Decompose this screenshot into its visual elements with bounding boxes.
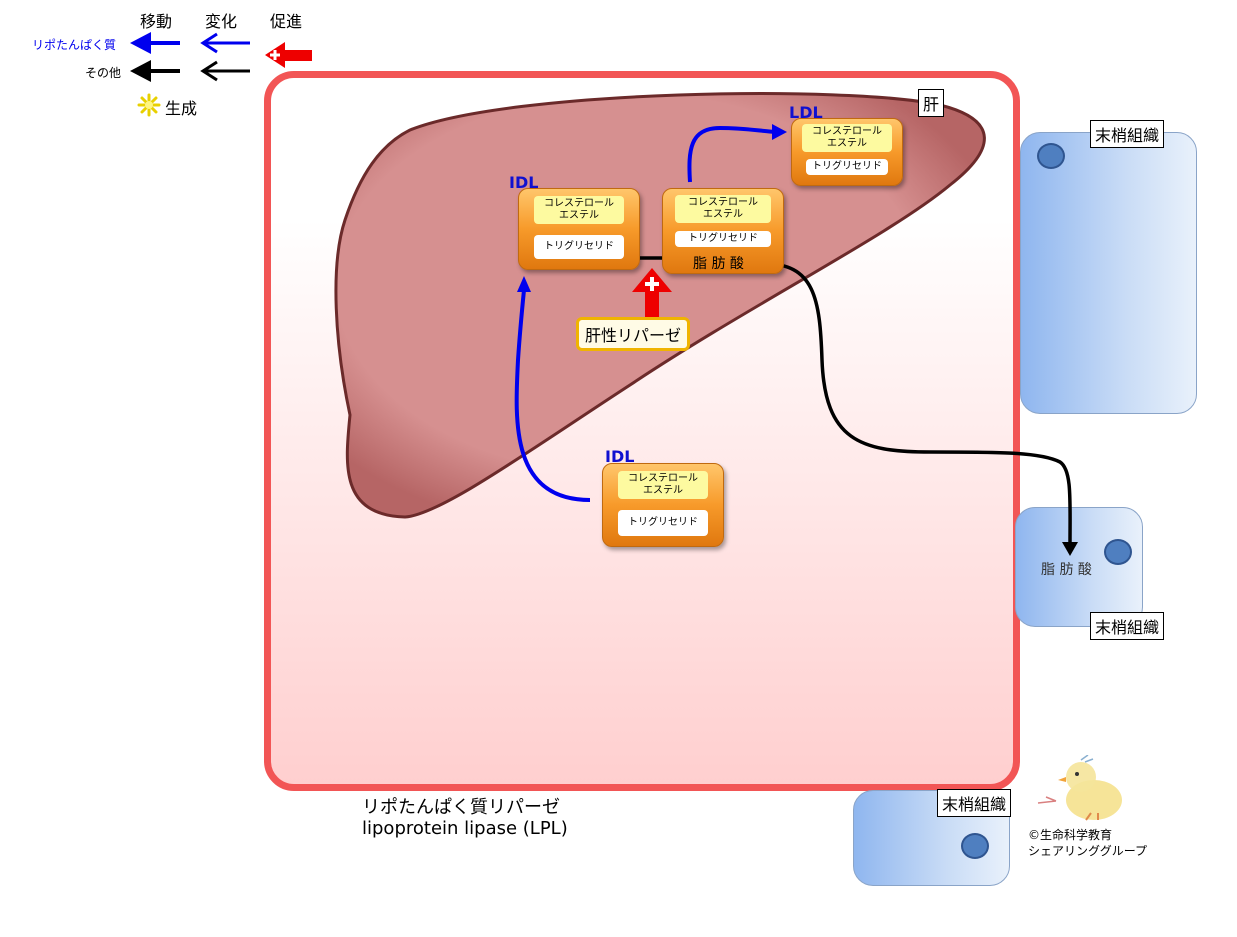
hepatic-lipase-label: 肝性リパーゼ	[576, 317, 691, 351]
idl-particle-top: コレステロール エステル トリグリセリド	[518, 188, 640, 270]
cholesterol-ester: コレステロール エステル	[534, 196, 624, 224]
lpl-label-jp: リポたんぱく質リパーゼ	[362, 797, 560, 818]
peripheral-tissue-label-3: 末梢組織	[937, 789, 1012, 817]
idl-to-liver-arrow	[514, 276, 591, 502]
legend-promote-arrow	[265, 42, 312, 68]
nucleus	[1104, 539, 1132, 565]
legend-arrows	[130, 32, 312, 82]
idl-particle-bottom: コレステロール エステル トリグリセリド	[602, 463, 724, 547]
legend-move-arrow-black	[130, 60, 180, 82]
legend-header-move: 移動	[140, 12, 173, 31]
legend-change-arrow-blue	[200, 32, 250, 54]
fatty-acid-to-tissue-arrow	[761, 262, 1078, 556]
triglyceride: トリグリセリド	[618, 510, 708, 536]
legend-move-arrow-blue	[130, 32, 180, 54]
ldl-particle: コレステロール エステル トリグリセリド	[791, 118, 903, 186]
legend-other-label: その他	[85, 66, 122, 80]
legend-header-promote: 促進	[270, 12, 303, 31]
peripheral-tissue-cell-2: 脂 肪 酸	[1015, 507, 1143, 627]
lpl-label-en: lipoprotein lipase (LPL)	[362, 818, 568, 839]
idl-to-ldl-arrow	[687, 124, 787, 183]
idl-label-top: IDL	[509, 173, 539, 192]
triglyceride: トリグリセリド	[534, 235, 624, 259]
ldl-label: LDL	[789, 103, 823, 122]
hepatic-lipase-promote-arrow	[632, 268, 672, 320]
fatty-acid-in-tissue: 脂 肪 酸	[1041, 562, 1092, 578]
legend-header-change: 変化	[205, 12, 238, 31]
fatty-acid: 脂 肪 酸	[693, 256, 744, 272]
triglyceride: トリグリセリド	[675, 231, 771, 247]
idl-particle-converting: コレステロール エステル トリグリセリド 脂 肪 酸	[662, 188, 784, 274]
legend-lipoprotein-label: リポたんぱく質	[32, 38, 117, 52]
peripheral-tissue-label-1: 末梢組織	[1090, 120, 1165, 148]
cholesterol-ester: コレステロール エステル	[675, 195, 771, 223]
idl-label-bottom: IDL	[605, 447, 635, 466]
liver-organ	[334, 92, 986, 519]
sparkle-icon	[137, 93, 161, 117]
nucleus	[961, 833, 989, 859]
cholesterol-ester: コレステロール エステル	[618, 471, 708, 499]
peripheral-tissue-cell-1	[1020, 132, 1197, 414]
credit-line-1: ©生命科学教育	[1028, 828, 1113, 842]
credit-line-2: シェアリンググループ	[1028, 844, 1148, 858]
chick-mascot-icon	[1037, 755, 1122, 821]
legend-generate-label: 生成	[165, 99, 198, 118]
liver-label: 肝	[918, 89, 945, 117]
nucleus	[1037, 143, 1065, 169]
peripheral-tissue-label-2: 末梢組織	[1090, 612, 1165, 640]
legend-change-arrow-black	[200, 60, 250, 82]
triglyceride: トリグリセリド	[806, 159, 888, 175]
cholesterol-ester: コレステロール エステル	[802, 124, 892, 152]
